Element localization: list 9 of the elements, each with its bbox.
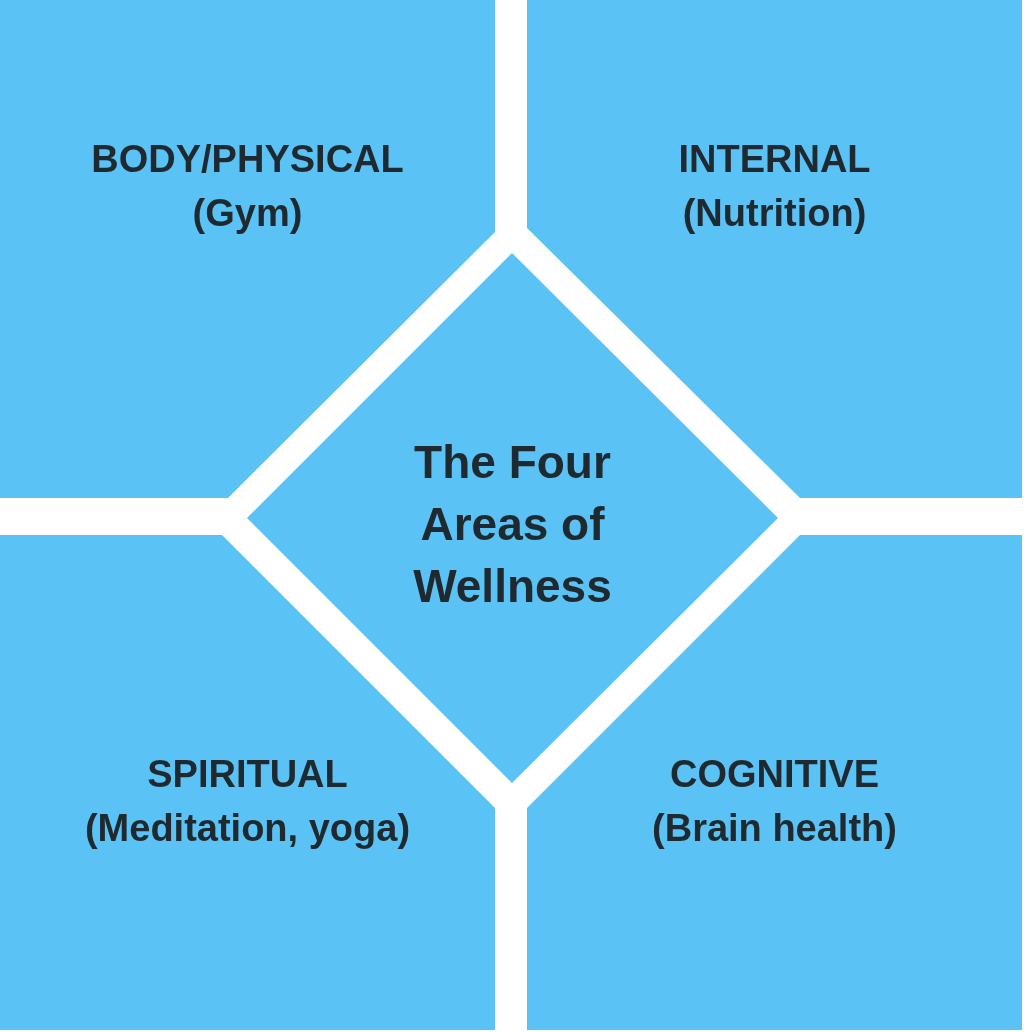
area-heading: SPIRITUAL [146, 753, 349, 796]
area-subtitle: (Brain health) [651, 807, 898, 850]
area-subtitle: (Nutrition) [681, 192, 868, 235]
area-heading: BODY/PHYSICAL [90, 138, 405, 181]
center-title: The Four Areas of Wellness [412, 435, 613, 614]
area-subtitle: (Gym) [191, 192, 304, 235]
area-heading: COGNITIVE [669, 753, 880, 796]
area-heading: INTERNAL [677, 138, 872, 181]
area-subtitle: (Meditation, yoga) [83, 807, 412, 850]
